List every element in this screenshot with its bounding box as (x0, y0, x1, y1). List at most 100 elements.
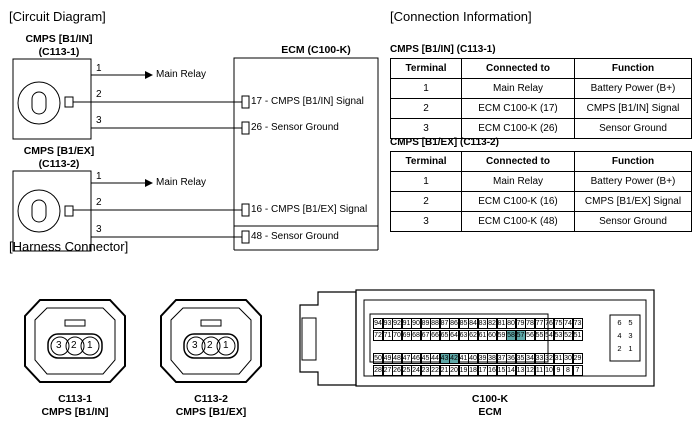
table2: Terminal Connected to Function 1 Main Re… (390, 151, 692, 232)
ecm-pin-71: 71 (382, 330, 393, 341)
ecm-pin-47: 47 (401, 353, 412, 364)
harness-ecm-connector (299, 289, 655, 387)
table-cell: Battery Power (B+) (574, 78, 692, 99)
ecm-pin-57: 57 (515, 330, 526, 341)
ecm-pin-62: 62 (468, 330, 478, 341)
table-cell: ECM C100-K (17) (461, 98, 575, 119)
table-row: 1 Main Relay Battery Power (B+) (390, 171, 692, 192)
ecm-pin-80: 80 (506, 318, 516, 329)
ecm-pin-87: 87 (439, 318, 450, 329)
ecm-pin-46: 46 (411, 353, 421, 364)
ecm-pin-69: 69 (401, 330, 412, 341)
s1-pin-3: 3 (96, 115, 102, 126)
ecm-pin-56: 56 (525, 330, 535, 341)
c113-1-pin-2: 2 (71, 340, 77, 351)
ecm-pin-68: 68 (411, 330, 421, 341)
ecm-side-pin-6: 6 (617, 318, 622, 327)
table-cell: Battery Power (B+) (574, 171, 692, 192)
s1-pin-2: 2 (96, 89, 102, 100)
ecm-pin-24: 24 (411, 365, 421, 376)
ecm-pin-82: 82 (487, 318, 497, 329)
ecm-pin-29: 29 (572, 353, 583, 364)
table-cell: ECM C100-K (26) (461, 118, 575, 139)
table1: Terminal Connected to Function 1 Main Re… (390, 58, 692, 139)
connection-info-heading: [Connection Information] (390, 9, 532, 24)
ecm-pin-60: 60 (487, 330, 497, 341)
ecm-pin-94: 94 (373, 318, 383, 329)
ecm-pin-48-label: 48 - Sensor Ground (251, 231, 339, 242)
ecm-side-pin-1: 1 (628, 344, 633, 353)
ecm-box (233, 57, 379, 227)
ecm-side-pin-4: 4 (617, 331, 622, 340)
ecm-pin-48: 48 (392, 353, 402, 364)
ecm-pin-40: 40 (468, 353, 478, 364)
ecm-pin-78: 78 (525, 318, 535, 329)
s1-pin-1: 1 (96, 63, 102, 74)
ecm-pin-70: 70 (392, 330, 402, 341)
ecm-side-pin-3: 3 (628, 331, 633, 340)
ecm-pin-10: 10 (544, 365, 554, 376)
ecm-side-pin-5: 5 (628, 318, 633, 327)
ecm-pin-8: 8 (563, 365, 573, 376)
ecm-pin-18: 18 (468, 365, 478, 376)
ecm-pin-20: 20 (449, 365, 459, 376)
ecm-pin-45: 45 (420, 353, 431, 364)
table-row: 2 ECM C100-K (17) CMPS [B1/IN] Signal (390, 98, 692, 119)
harness-c113-1 (24, 299, 126, 383)
ecm-pin-43: 43 (439, 353, 450, 364)
s1-main-relay: Main Relay (156, 69, 207, 80)
c113-2-pin-1: 1 (223, 340, 229, 351)
table-cell: ECM C100-K (16) (461, 191, 575, 212)
c113-2-pin-3: 3 (192, 340, 198, 351)
s2-relay-arrow (145, 179, 153, 187)
table-cell: 3 (390, 211, 462, 232)
ecm-pin-39: 39 (477, 353, 488, 364)
ecm-pin-33: 33 (534, 353, 545, 364)
harness-connector-heading: [Harness Connector] (9, 239, 129, 254)
ecm-pin-91: 91 (401, 318, 412, 329)
table-cell: Main Relay (461, 78, 575, 99)
ecm-pin-30: 30 (563, 353, 573, 364)
ecm-pin-59: 59 (496, 330, 507, 341)
table-row: 2 ECM C100-K (16) CMPS [B1/EX] Signal (390, 191, 692, 212)
ecm-pin-38: 38 (487, 353, 497, 364)
table1-header: Terminal (390, 58, 462, 79)
ecm-pin-35: 35 (515, 353, 526, 364)
ecm-pin-74: 74 (563, 318, 573, 329)
ecm-pin-17-box (241, 95, 250, 109)
table-cell: CMPS [B1/IN] Signal (574, 98, 692, 119)
sensor1-title: CMPS [B1/IN] (C113-1) (25, 33, 93, 58)
ecm-pin-61: 61 (477, 330, 488, 341)
table-cell: Sensor Ground (574, 211, 692, 232)
ecm-pin-65: 65 (439, 330, 450, 341)
s2-pin-1: 1 (96, 171, 102, 182)
table-cell: 2 (390, 98, 462, 119)
ecm-pin-48-box (241, 230, 250, 244)
sensor1-box (12, 58, 92, 140)
ecm-pin-76: 76 (544, 318, 554, 329)
table-cell: CMPS [B1/EX] Signal (574, 191, 692, 212)
ecm-pin-11: 11 (534, 365, 545, 376)
ecm-pin-83: 83 (477, 318, 488, 329)
ecm-pin-37: 37 (496, 353, 507, 364)
table-cell: 1 (390, 78, 462, 99)
sensor2-title: CMPS [B1/EX] (C113-2) (23, 145, 95, 170)
table1-header: Function (574, 58, 692, 79)
s1-relay-arrow (145, 71, 153, 79)
s2-main-relay: Main Relay (156, 177, 207, 188)
ecm-pin-72: 72 (373, 330, 383, 341)
table2-header: Terminal (390, 151, 462, 172)
ecm-pin-26: 26 (392, 365, 402, 376)
ecm-pin-25: 25 (401, 365, 412, 376)
sensor2-box (12, 170, 92, 252)
table-cell: Sensor Ground (574, 118, 692, 139)
ecm-pin-90: 90 (411, 318, 421, 329)
table-row: 1 Main Relay Battery Power (B+) (390, 78, 692, 99)
c113-1-label: C113-1 CMPS [B1/IN] (41, 393, 109, 418)
c113-1-pin-3: 3 (56, 340, 62, 351)
ecm-pin-89: 89 (420, 318, 431, 329)
